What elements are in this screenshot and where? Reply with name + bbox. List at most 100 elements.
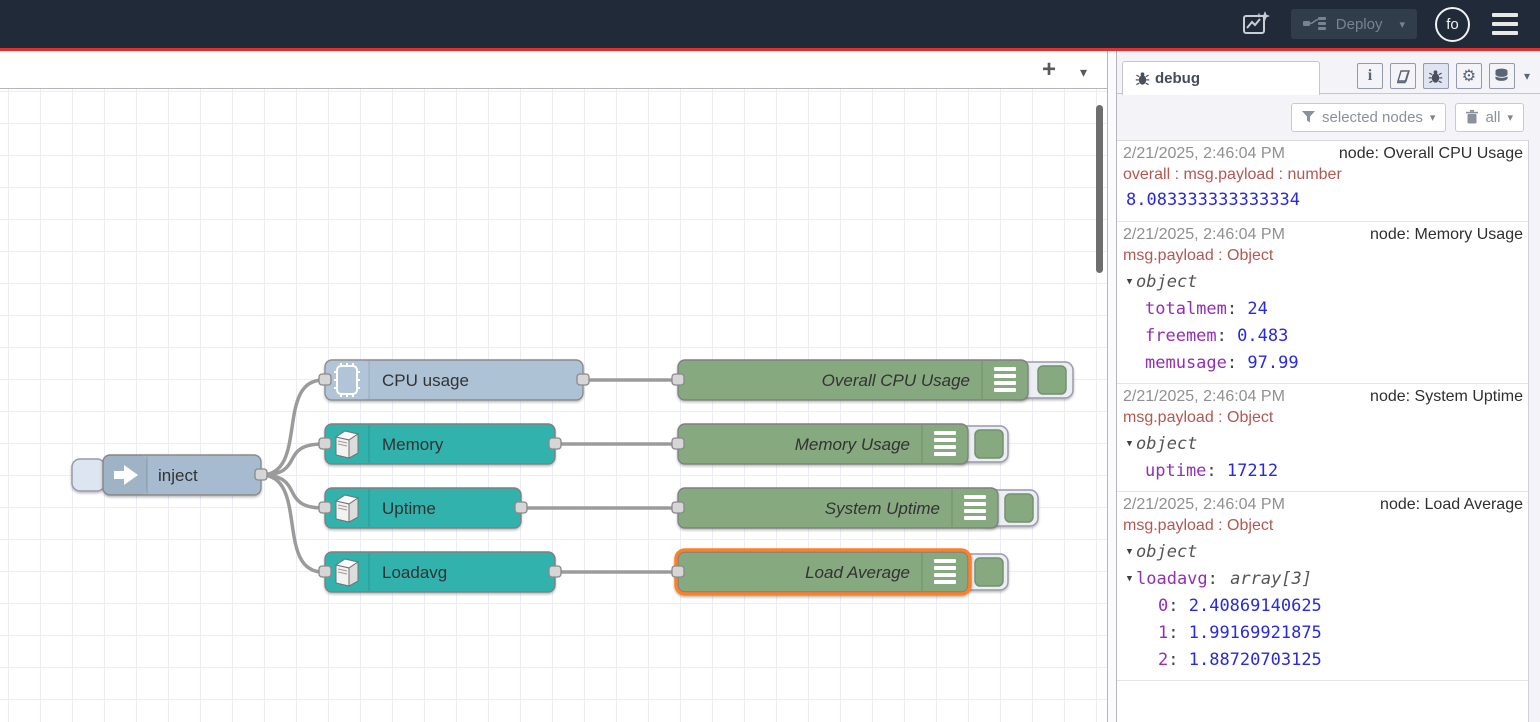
node-ports[interactable] (254, 373, 685, 578)
array-item-row[interactable]: 1 1.99169921875 (1123, 619, 1523, 646)
server-icon (334, 494, 360, 523)
node-memory[interactable]: Memory (324, 423, 556, 465)
inject-trigger-button[interactable] (71, 458, 106, 492)
node-memory-usage[interactable]: Memory Usage (677, 423, 969, 465)
debug-list-icon (994, 367, 1016, 392)
debug-message[interactable]: 2/21/2025, 2:46:04 PM node: Memory Usage… (1117, 222, 1528, 384)
object-tree-root[interactable]: ▼ object (1123, 538, 1523, 565)
header-accent-line (0, 48, 1540, 51)
message-source-node[interactable]: node: Memory Usage (1370, 226, 1523, 243)
debug-message-list[interactable]: 2/21/2025, 2:46:04 PM node: Overall CPU … (1117, 140, 1529, 722)
debug-message[interactable]: 2/21/2025, 2:46:04 PM node: Load Average… (1117, 492, 1528, 681)
flow-canvas[interactable]: inject CPU usage (0, 89, 1107, 722)
filter-chevron-icon: ▾ (1429, 111, 1436, 124)
message-timestamp: 2/21/2025, 2:46:04 PM (1123, 496, 1285, 513)
debug-toolbar: selected nodes ▾ all ▾ (1117, 94, 1540, 140)
message-property-path[interactable]: overall : msg.payload : number (1123, 166, 1342, 183)
debug-toggle-system-uptime[interactable] (1004, 493, 1034, 523)
object-tree-root[interactable]: ▼ object (1123, 268, 1523, 295)
wire-inject-cpu (260, 378, 324, 477)
object-property-row[interactable]: freemem 0.483 (1123, 322, 1523, 349)
canvas-scrollbar[interactable] (1096, 105, 1103, 273)
trash-icon (1466, 110, 1479, 124)
node-loadavg[interactable]: Loadavg (324, 551, 556, 593)
caret-down-icon[interactable]: ▼ (1126, 438, 1133, 449)
context-tab-button[interactable] (1488, 63, 1515, 89)
node-system-uptime[interactable]: System Uptime (677, 487, 999, 529)
wire-inject-uptime (260, 473, 324, 510)
flow-list-chevron-icon[interactable]: ▾ (1080, 64, 1088, 80)
bug-icon (1429, 69, 1443, 83)
port-uptime-out (514, 501, 528, 514)
port-overall-cpu-in (671, 373, 685, 386)
object-property-row[interactable]: memusage 97.99 (1123, 349, 1523, 376)
assistant-icon[interactable] (1239, 7, 1273, 41)
port-load-average-in (671, 565, 685, 578)
debug-tab-button[interactable] (1422, 63, 1449, 89)
node-label: Uptime (382, 499, 436, 518)
node-label: Memory Usage (795, 435, 910, 454)
array-item-row[interactable]: 2 1.88720703125 (1123, 646, 1523, 673)
debug-toggle-load-average[interactable] (974, 557, 1004, 587)
node-uptime[interactable]: Uptime (324, 487, 522, 529)
sidebar-tabs-chevron-icon[interactable]: ▾ (1523, 69, 1530, 83)
port-system-uptime-in (671, 501, 685, 514)
deploy-button[interactable]: Deploy ▾ (1290, 9, 1417, 39)
node-label: Overall CPU Usage (822, 371, 970, 390)
object-property-row[interactable]: uptime 17212 (1123, 457, 1523, 484)
debug-toggle-overall-cpu[interactable] (1037, 365, 1067, 395)
object-tree-root[interactable]: ▼ object (1123, 430, 1523, 457)
server-icon (334, 558, 360, 587)
object-property-row[interactable]: totalmem 24 (1123, 295, 1523, 322)
sidebar-resize-handle[interactable] (1107, 51, 1117, 722)
message-property-path[interactable]: msg.payload : Object (1123, 517, 1274, 534)
message-source-node[interactable]: node: Overall CPU Usage (1338, 145, 1523, 162)
debug-message[interactable]: 2/21/2025, 2:46:04 PM node: Overall CPU … (1117, 141, 1528, 222)
user-avatar[interactable]: fo (1435, 6, 1470, 42)
debug-list-icon (964, 495, 986, 520)
tab-debug[interactable]: debug (1122, 61, 1320, 95)
debug-list-icon (934, 431, 956, 456)
debug-message[interactable]: 2/21/2025, 2:46:04 PM node: System Uptim… (1117, 384, 1528, 492)
node-cpu-usage[interactable]: CPU usage (324, 359, 584, 401)
wires[interactable] (260, 378, 678, 574)
node-load-average[interactable]: Load Average (674, 548, 972, 596)
gear-icon: ⚙ (1461, 68, 1477, 85)
config-tab-button[interactable]: ⚙ (1455, 63, 1482, 89)
caret-down-icon[interactable]: ▼ (1126, 573, 1133, 584)
debug-list-icon (934, 559, 956, 584)
message-source-node[interactable]: node: System Uptime (1370, 388, 1523, 405)
message-property-path[interactable]: msg.payload : Object (1123, 247, 1274, 264)
caret-down-icon[interactable]: ▼ (1126, 276, 1133, 287)
port-loadavg-in (318, 565, 332, 578)
array-property-row[interactable]: ▼ loadavg array[3] (1123, 565, 1523, 592)
clear-label: all (1485, 108, 1501, 126)
filter-funnel-icon (1302, 111, 1316, 123)
bug-icon (1135, 72, 1150, 86)
port-uptime-in (318, 501, 332, 514)
node-inject[interactable]: inject (102, 454, 262, 496)
deploy-label: Deploy (1335, 15, 1383, 33)
deploy-icon (1302, 17, 1326, 30)
port-inject-out (254, 468, 268, 481)
node-label: CPU usage (382, 371, 469, 390)
node-overall-cpu-usage[interactable]: Overall CPU Usage (677, 359, 1029, 401)
info-tab-button[interactable]: i (1356, 63, 1383, 89)
deploy-chevron-icon[interactable]: ▾ (1399, 18, 1405, 31)
workspace-tab-bar (0, 51, 1107, 89)
message-timestamp: 2/21/2025, 2:46:04 PM (1123, 388, 1285, 405)
message-source-node[interactable]: node: Load Average (1380, 496, 1523, 513)
array-item-row[interactable]: 0 2.40869140625 (1123, 592, 1523, 619)
message-value[interactable]: 8.083333333333334 (1126, 190, 1300, 210)
filter-label: selected nodes (1322, 108, 1423, 126)
message-property-path[interactable]: msg.payload : Object (1123, 409, 1274, 426)
help-tab-button[interactable] (1389, 63, 1416, 89)
debug-toggle-memory-usage[interactable] (974, 429, 1004, 459)
main-menu-icon[interactable] (1488, 9, 1522, 39)
caret-down-icon[interactable]: ▼ (1126, 546, 1133, 557)
add-flow-button[interactable]: + (1042, 56, 1057, 83)
inject-arrow-icon (114, 465, 138, 485)
filter-nodes-button[interactable]: selected nodes ▾ (1291, 102, 1447, 132)
header-bar: Deploy ▾ fo (0, 0, 1540, 48)
clear-messages-button[interactable]: all ▾ (1455, 102, 1524, 132)
